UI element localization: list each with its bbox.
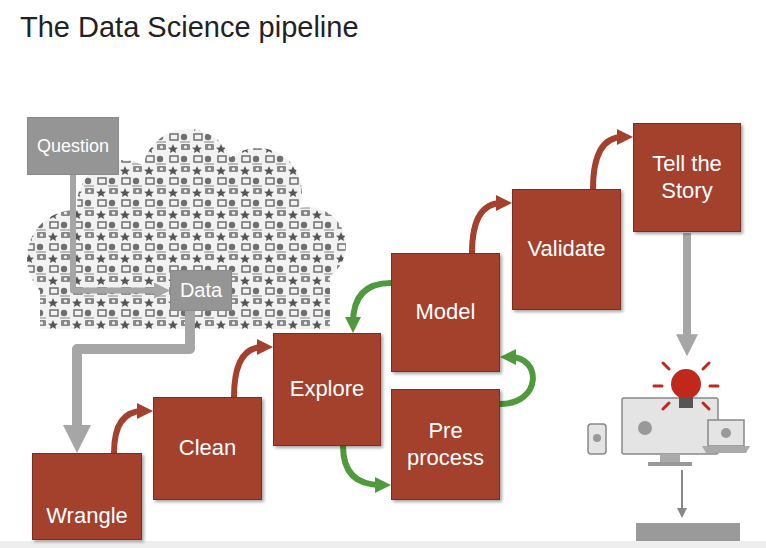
box-label: Pre process [398,418,493,471]
question-box: Question [27,117,119,175]
devices-icon [588,398,750,466]
flow-arrow [234,347,263,397]
flow-arrow [353,283,391,323]
process-box: Tell the Story [633,123,741,232]
box-label: Model [416,299,476,325]
box-label: Question [37,136,109,157]
output-arrow [683,233,691,343]
process-box: Model [391,253,500,372]
process-box: Validate [512,189,621,310]
flow-arrow [593,137,623,189]
flow-arrow [343,446,381,485]
diagram-title: The Data Science pipeline [20,11,359,44]
box-label: Validate [528,236,606,262]
process-box: Pre process [391,389,500,500]
flow-arrow [500,357,533,404]
flow-arrow [114,411,143,453]
data-label-box: Data [170,270,232,311]
lightbulb-icon [654,363,718,409]
process-box: Explore [273,333,381,446]
box-label: Wrangle [46,503,128,529]
process-box: Clean [153,397,262,500]
box-label: Data [180,279,222,302]
box-label: Clean [179,435,236,461]
result-arrow [681,470,683,512]
flow-arrow [472,203,502,253]
box-label: Explore [290,376,365,402]
data-cloud [20,120,350,335]
flow-arrow [73,175,160,291]
process-box: Wrangle [32,453,142,540]
box-label: Tell the Story [640,151,734,204]
bottom-bar [0,541,766,548]
